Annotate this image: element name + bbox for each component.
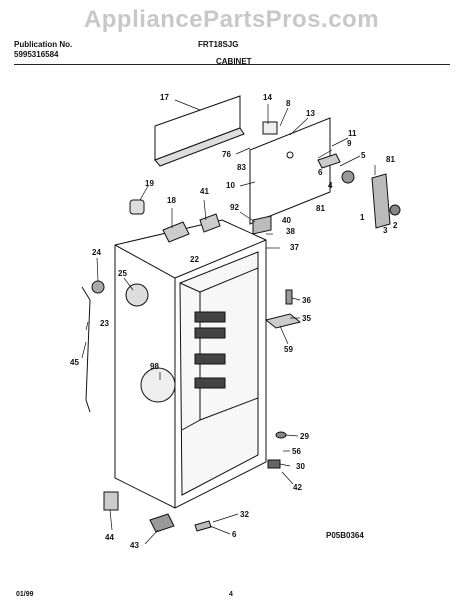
footer-date: 01/99 <box>16 591 34 598</box>
callout-17: 17 <box>160 93 169 102</box>
callout-1: 1 <box>360 213 365 222</box>
callout-81: 81 <box>316 204 325 213</box>
part-callout-labels: 17 14 8 13 11 9 5 81 76 83 10 6 4 81 1 3… <box>70 93 398 550</box>
thermostat-assembly <box>262 121 355 184</box>
part-24-icon <box>91 280 105 294</box>
callout-9: 9 <box>347 139 352 148</box>
part-35-icon <box>264 313 302 329</box>
diagram-code: P05B0364 <box>326 531 364 540</box>
part-19-icon <box>129 199 145 215</box>
callout-19: 19 <box>145 179 154 188</box>
callout-43: 43 <box>130 541 139 550</box>
callout-42: 42 <box>293 483 302 492</box>
page-number: 4 <box>229 591 233 598</box>
callout-38: 38 <box>286 227 295 236</box>
callout-37: 37 <box>290 243 299 252</box>
light-housing-part <box>371 173 401 229</box>
tube-23-icon <box>81 286 91 413</box>
callout-76: 76 <box>222 150 231 159</box>
part-41-icon <box>199 213 221 233</box>
callout-35: 35 <box>302 314 311 323</box>
callout-23: 23 <box>100 319 109 328</box>
part-40-icon <box>252 215 272 235</box>
callout-13: 13 <box>306 109 315 118</box>
part-36-icon <box>285 289 293 305</box>
callout-11: 11 <box>348 129 357 138</box>
part-30-icon <box>267 459 281 469</box>
publication-number: 5995316584 <box>14 50 59 59</box>
part-29-icon <box>275 431 287 439</box>
callout-56: 56 <box>292 447 301 456</box>
callout-8: 8 <box>286 99 291 108</box>
callout-4: 4 <box>328 181 333 190</box>
callout-92: 92 <box>230 203 239 212</box>
callout-3: 3 <box>383 226 388 235</box>
callout-22: 22 <box>190 255 199 264</box>
callout-29: 29 <box>300 432 309 441</box>
watermark: AppliancePartsPros.com <box>83 6 380 33</box>
control-panel-part <box>249 117 331 225</box>
callout-59: 59 <box>284 345 293 354</box>
callout-25: 25 <box>118 269 127 278</box>
callout-41: 41 <box>200 187 209 196</box>
part-98-icon <box>140 367 176 403</box>
model-number: FRT18SJG <box>198 40 239 49</box>
part-43-icon <box>149 513 175 533</box>
callout-30: 30 <box>296 462 305 471</box>
header-rule <box>14 64 450 65</box>
part-44-icon <box>103 491 119 511</box>
callout-24: 24 <box>92 248 101 257</box>
top-cover-part <box>154 95 245 167</box>
callout-40: 40 <box>282 216 291 225</box>
callout-36: 36 <box>302 296 311 305</box>
publication-label: Publication No. <box>14 40 73 49</box>
callout-83: 83 <box>237 163 246 172</box>
part-25-icon <box>125 283 149 307</box>
callout-14: 14 <box>263 93 272 102</box>
callout-6: 6 <box>232 530 237 539</box>
callout-32: 32 <box>240 510 249 519</box>
callout-44: 44 <box>105 533 114 542</box>
part-6-icon <box>194 520 212 532</box>
callout-98: 98 <box>150 362 159 371</box>
callout-5: 5 <box>361 151 366 160</box>
callout-18: 18 <box>167 196 176 205</box>
callout-10: 10 <box>226 181 235 190</box>
callout-45: 45 <box>70 358 79 367</box>
cabinet-body <box>114 219 267 509</box>
callout-6-top: 6 <box>318 168 323 177</box>
part-18-icon <box>162 221 190 243</box>
callout-81-top: 81 <box>386 155 395 164</box>
section-title: CABINET <box>216 57 252 66</box>
callout-2: 2 <box>393 221 398 230</box>
